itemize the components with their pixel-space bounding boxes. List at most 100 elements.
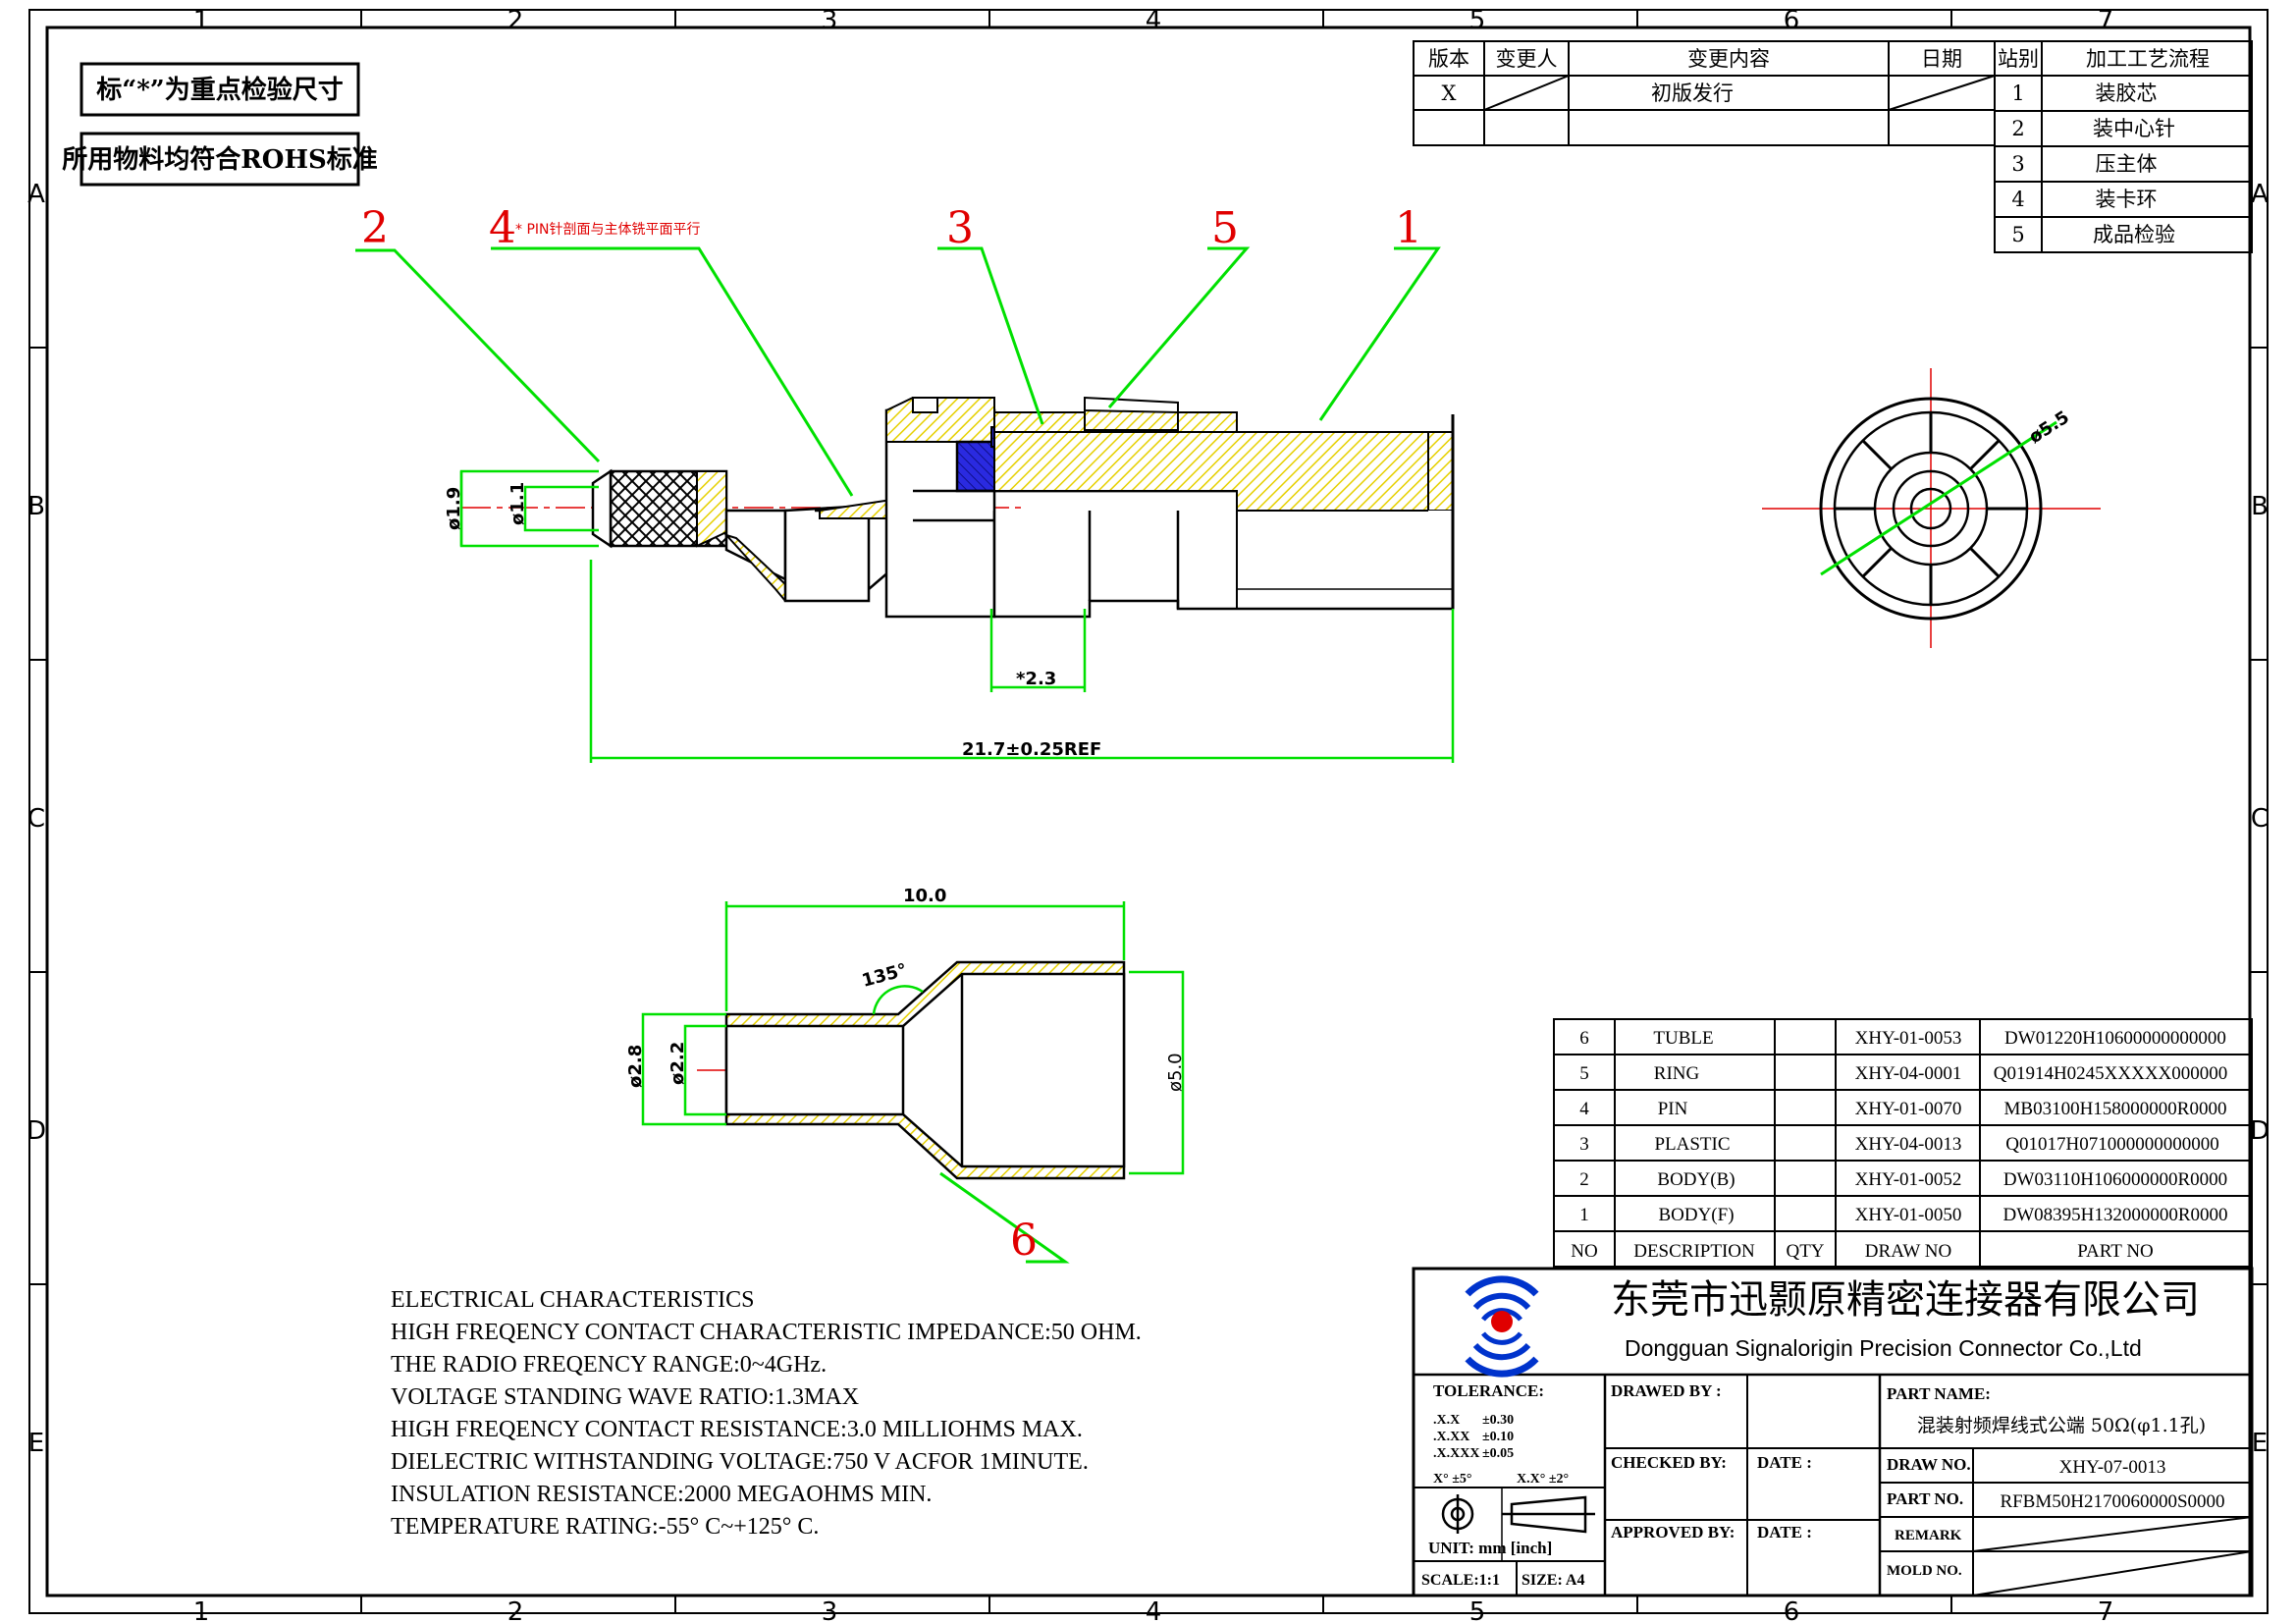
checked-by-label: CHECKED BY: bbox=[1611, 1453, 1727, 1472]
callout-leaders bbox=[355, 246, 1441, 1264]
col-label: 2 bbox=[507, 6, 524, 35]
bom-no: 4 bbox=[1579, 1099, 1589, 1119]
revision-table-text: 版本 变更人 变更内容 日期 X 初版发行 bbox=[1428, 47, 1962, 105]
dim-d1-9: ø1.9 bbox=[444, 487, 464, 530]
scale-label: SCALE:1:1 bbox=[1421, 1572, 1500, 1589]
draw-no: XHY-07-0013 bbox=[2059, 1457, 2166, 1478]
rev-header-content: 变更内容 bbox=[1687, 47, 1770, 71]
col-label: 5 bbox=[1469, 1597, 1486, 1623]
dim-2-3: *2.3 bbox=[1016, 669, 1056, 689]
rev-version: X bbox=[1442, 81, 1457, 105]
frame-column-labels-top: 1 2 3 4 5 6 7 bbox=[193, 6, 2114, 35]
electrical-line: VOLTAGE STANDING WAVE RATIO:1.3MAX bbox=[391, 1384, 859, 1410]
part-name: 混装射频焊线式公端 50Ω(φ1.1孔) bbox=[1917, 1415, 2206, 1436]
electrical-line: HIGH FREQENCY CONTACT CHARACTERISTIC IMP… bbox=[391, 1320, 1142, 1345]
process-no: 2 bbox=[2011, 117, 2024, 140]
col-label: 4 bbox=[1146, 6, 1162, 35]
process-table bbox=[1994, 40, 2253, 253]
dim-overall: 21.7±0.25REF bbox=[962, 739, 1101, 760]
callout-2: 2 bbox=[361, 203, 389, 253]
col-label: 6 bbox=[1784, 1597, 1800, 1623]
process-header-station: 站别 bbox=[1998, 47, 2039, 71]
tolerance-3: .X.XXX bbox=[1433, 1446, 1479, 1461]
bom-header-draw-no: DRAW NO bbox=[1865, 1241, 1951, 1262]
date-label: DATE : bbox=[1757, 1453, 1812, 1472]
dim-d2-2: ø2.2 bbox=[667, 1042, 688, 1085]
tolerance-block: TOLERANCE: .X.X ±0.30 .X.XX ±0.10 .X.XXX… bbox=[1421, 1381, 1584, 1589]
drawed-by-label: DRAWED BY : bbox=[1611, 1381, 1722, 1400]
bom-description: RING bbox=[1654, 1063, 1700, 1084]
bom-table-text: 6 TUBLE XHY-01-0053 DW01220H106000000000… bbox=[1571, 1028, 2227, 1262]
unit-label: UNIT: mm [inch] bbox=[1428, 1539, 1552, 1557]
row-label: A bbox=[2251, 180, 2269, 209]
callout-3: 3 bbox=[946, 203, 974, 253]
process-header-flow: 加工工艺流程 bbox=[2086, 47, 2210, 71]
rev-header-version: 版本 bbox=[1428, 47, 1469, 71]
note-rohs: 所用物料均符合ROHS标准 bbox=[62, 132, 378, 187]
callout-1: 1 bbox=[1395, 203, 1422, 253]
bom-part-no: MB03100H158000000R0000 bbox=[2004, 1099, 2227, 1119]
company-name-en: Dongguan Signalorigin Precision Connecto… bbox=[1625, 1335, 2142, 1361]
process-step: 成品检验 bbox=[2093, 223, 2175, 246]
row-label: B bbox=[2251, 492, 2269, 521]
tube-view bbox=[697, 960, 1126, 1180]
title-block-values: 混装射频焊线式公端 50Ω(φ1.1孔) XHY-07-0013 RFBM50H… bbox=[1917, 1415, 2225, 1512]
process-table-text: 站别 加工工艺流程 1 装胶芯 2 装中心针 3 压主体 4 装卡环 5 成品检… bbox=[1998, 47, 2210, 246]
col-label: 3 bbox=[822, 6, 838, 35]
dim-tube-length: 10.0 bbox=[903, 886, 946, 906]
bom-draw-no: XHY-01-0070 bbox=[1855, 1099, 1962, 1119]
col-label: 1 bbox=[193, 6, 210, 35]
callout-4: 4 bbox=[489, 203, 516, 253]
col-label: 5 bbox=[1469, 6, 1486, 35]
bom-header-qty: QTY bbox=[1786, 1241, 1824, 1262]
tolerance-1: .X.X bbox=[1433, 1413, 1460, 1428]
company-logo bbox=[1465, 1275, 1539, 1378]
dim-d2-8: ø2.8 bbox=[625, 1045, 646, 1088]
dimension-text-main: ø1.9 ø1.1 *2.3 21.7±0.25REF bbox=[444, 482, 1101, 760]
dimension-lines-tube bbox=[641, 901, 1185, 1175]
col-label: 1 bbox=[193, 1597, 210, 1623]
rev-header-changer: 变更人 bbox=[1496, 47, 1558, 71]
tolerance-1-value: ±0.30 bbox=[1482, 1413, 1514, 1428]
electrical-characteristics: ELECTRICAL CHARACTERISTICS HIGH FREQENCY… bbox=[391, 1287, 1142, 1540]
bom-no: 1 bbox=[1579, 1205, 1589, 1225]
electrical-line: TEMPERATURE RATING:-55° C~+125° C. bbox=[391, 1514, 819, 1540]
bom-description: PIN bbox=[1658, 1099, 1688, 1119]
bom-no: 3 bbox=[1579, 1134, 1589, 1155]
bom-header-description: DESCRIPTION bbox=[1633, 1241, 1755, 1262]
tolerance-label: TOLERANCE: bbox=[1433, 1381, 1544, 1400]
bom-part-no: Q01017H071000000000000 bbox=[2005, 1134, 2218, 1155]
bom-header-part-no: PART NO bbox=[2077, 1241, 2154, 1262]
frame-row-labels-left: A B C D E bbox=[27, 180, 46, 1458]
col-label: 7 bbox=[2098, 6, 2114, 35]
bom-draw-no: XHY-01-0050 bbox=[1855, 1205, 1962, 1225]
col-label: 7 bbox=[2098, 1597, 2114, 1623]
electrical-line: HIGH FREQENCY CONTACT RESISTANCE:3.0 MIL… bbox=[391, 1417, 1083, 1442]
bom-draw-no: XHY-01-0052 bbox=[1855, 1169, 1962, 1190]
tolerance-angle-2: X.X° ±2° bbox=[1517, 1472, 1569, 1487]
row-label: B bbox=[27, 492, 45, 521]
process-no: 5 bbox=[2011, 223, 2024, 246]
mold-no-label: MOLD NO. bbox=[1887, 1563, 1962, 1579]
note-key-dimensions-text: 标“*”为重点检验尺寸 bbox=[96, 75, 344, 105]
col-label: 3 bbox=[822, 1597, 838, 1623]
bom-description: BODY(F) bbox=[1658, 1205, 1734, 1225]
date-label: DATE : bbox=[1757, 1523, 1812, 1542]
tolerance-angle-1: X° ±5° bbox=[1433, 1472, 1472, 1487]
col-label: 6 bbox=[1784, 6, 1800, 35]
end-view bbox=[1762, 368, 2101, 648]
process-step: 装中心针 bbox=[2093, 117, 2175, 140]
process-no: 1 bbox=[2011, 81, 2024, 105]
bom-part-no: DW08395H132000000R0000 bbox=[2002, 1205, 2227, 1225]
bom-no: 2 bbox=[1579, 1169, 1589, 1190]
company-name-cn: 东莞市迅颢原精密连接器有限公司 bbox=[1611, 1277, 2200, 1323]
bom-part-no: DW01220H10600000000000 bbox=[2004, 1028, 2226, 1049]
note-key-dimensions: 标“*”为重点检验尺寸 bbox=[80, 62, 360, 117]
draw-no-label: DRAW NO. bbox=[1887, 1455, 1971, 1474]
frame-row-labels-right: A B C D E bbox=[2250, 180, 2269, 1458]
tolerance-2-value: ±0.10 bbox=[1482, 1430, 1514, 1444]
bom-table bbox=[1553, 1018, 2253, 1268]
approved-by-label: APPROVED BY: bbox=[1611, 1523, 1735, 1542]
bom-no: 6 bbox=[1579, 1028, 1589, 1049]
